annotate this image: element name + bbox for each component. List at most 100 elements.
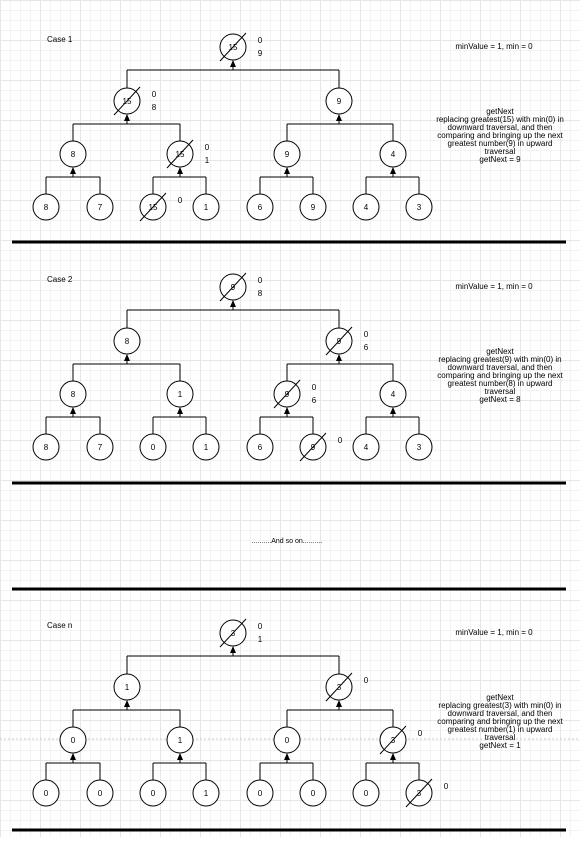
- case-2-title: Case 2: [47, 275, 73, 284]
- case-2-node-llr-value: 7: [98, 443, 103, 452]
- case-2-node-llr: [86, 433, 114, 461]
- case-2-node-rrl-value: 4: [364, 443, 369, 452]
- case-1-node-lr-strike: [166, 139, 194, 169]
- case-2-node-rlr-note: 0: [338, 436, 343, 445]
- case-1-node-ll: [59, 140, 87, 168]
- case-2-node-lr: [166, 380, 194, 408]
- case-1-node-llr-value: 7: [98, 203, 103, 212]
- case-1-node-rll-value: 6: [258, 203, 263, 212]
- case-3-node-rlr-value: 0: [311, 789, 316, 798]
- case-1-node-lrl-value: 15: [149, 203, 158, 212]
- case-1-connector-arrow-head: [124, 114, 130, 121]
- case-3-node-lrl-value: 0: [151, 789, 156, 798]
- case-1-node-rlr-value: 9: [311, 203, 316, 212]
- case-separator-1: [12, 240, 566, 244]
- case-1-description-line: getNext: [486, 107, 514, 116]
- case-2-node-root-note: 8: [258, 289, 263, 298]
- case-1-node-l-value: 15: [123, 97, 132, 106]
- case-1-node-lrr-value: 1: [204, 203, 209, 212]
- case-2-node-r-value: 9: [337, 337, 342, 346]
- case-2-node-ll: [59, 380, 87, 408]
- case-1-node-rrl: [352, 193, 380, 221]
- case-2-description-line: getNext: [486, 347, 514, 356]
- case-1-connector-arrow-head: [70, 167, 76, 174]
- case-1-description-line: comparing and bringing up the next: [437, 131, 563, 140]
- case-3-description-line: greatest number(1) in upward: [448, 725, 553, 734]
- case-3-node-r-strike: [325, 672, 353, 702]
- case-2-node-rr: [379, 380, 407, 408]
- case-1-status: minValue = 1, min = 0: [455, 42, 533, 51]
- case-3-status: minValue = 1, min = 0: [455, 628, 533, 637]
- case-2-node-lrl-value: 0: [151, 443, 156, 452]
- case-3-node-ll-value: 0: [71, 736, 76, 745]
- case-3-title: Case n: [47, 621, 72, 630]
- case-1-node-l-note: 8: [152, 103, 157, 112]
- case-2-node-rl-note: 6: [312, 396, 317, 405]
- case-2-node-l: [113, 327, 141, 355]
- case-2-node-r-note: 6: [364, 343, 369, 352]
- case-2-connector-arrow-head: [230, 300, 236, 307]
- case-1-node-rr-value: 4: [391, 150, 396, 159]
- case-3-description-line: getNext = 1: [479, 741, 521, 750]
- case-1-connector-arrow-head: [284, 167, 290, 174]
- case-1-node-rrl-value: 4: [364, 203, 369, 212]
- case-2-description-line: comparing and bringing up the next: [437, 371, 563, 380]
- case-1-node-rrr: [405, 193, 433, 221]
- case-1-node-lr-note: 1: [205, 156, 210, 165]
- case-2-node-lr-value: 1: [178, 390, 183, 399]
- case-3-connector-arrow-head: [177, 753, 183, 760]
- case-1-node-lll-value: 8: [44, 203, 49, 212]
- case-1-description-line: greatest number(9) in upward: [448, 139, 553, 148]
- case-3-node-root-strike: [219, 618, 247, 648]
- case-separator-3: [12, 587, 566, 591]
- case-3-node-ll: [59, 726, 87, 754]
- case-2-node-l-value: 8: [125, 337, 130, 346]
- case-3-description-line: traversal: [485, 733, 516, 742]
- case-3-node-root-value: 3: [231, 629, 236, 638]
- case-3-description-line: comparing and bringing up the next: [437, 717, 563, 726]
- case-3-node-l: [113, 673, 141, 701]
- case-1-node-r: [325, 87, 353, 115]
- case-1-description-line: getNext = 9: [479, 155, 521, 164]
- case-2-connector-arrow-head: [70, 407, 76, 414]
- case-2-node-rrr-value: 3: [417, 443, 422, 452]
- case-2-connector-arrow-head: [336, 354, 342, 361]
- case-3-node-lll: [32, 779, 60, 807]
- case-1-node-lll: [32, 193, 60, 221]
- case-3-connector-arrow-head: [124, 700, 130, 707]
- case-2-description-line: traversal: [485, 387, 516, 396]
- case-2-connector-arrow-head: [390, 407, 396, 414]
- case-3-connector-arrow-head: [230, 646, 236, 653]
- case-1-description-line: traversal: [485, 147, 516, 156]
- case-3-node-rl-value: 0: [285, 736, 290, 745]
- case-3-node-lrr: [192, 779, 220, 807]
- case-3-node-lr: [166, 726, 194, 754]
- case-3-node-rll: [246, 779, 274, 807]
- case-2-node-lll-value: 8: [44, 443, 49, 452]
- case-3-node-lr-value: 1: [178, 736, 183, 745]
- case-1-node-rrr-value: 3: [417, 203, 422, 212]
- case-3-connector-arrow-head: [70, 753, 76, 760]
- case-3-node-rrl: [352, 779, 380, 807]
- case-2-node-root-value: 9: [231, 283, 236, 292]
- case-1-node-l-strike: [113, 86, 141, 116]
- case-1-node-rl-value: 9: [285, 150, 290, 159]
- case-3-description-line: replacing greatest(3) with min(0) in: [438, 701, 561, 710]
- case-2-node-lll: [32, 433, 60, 461]
- case-2-node-r-strike: [325, 326, 353, 356]
- case-2-node-rll-value: 6: [258, 443, 263, 452]
- case-2-node-r-note: 0: [364, 330, 369, 339]
- case-2-node-rlr-strike: [299, 432, 327, 462]
- case-3-node-lll-value: 0: [44, 789, 49, 798]
- case-2-description-line: downward traversal, and then: [448, 363, 553, 372]
- case-1-connector-arrow-head: [336, 114, 342, 121]
- case-1-node-l-note: 0: [152, 90, 157, 99]
- case-2-node-lrr: [192, 433, 220, 461]
- case-3-node-rrr-strike: [405, 778, 433, 808]
- case-1-node-r-value: 9: [337, 97, 342, 106]
- case-1-node-root-strike: [219, 32, 247, 62]
- case-3-node-rrl-value: 0: [364, 789, 369, 798]
- case-1-node-rlr: [299, 193, 327, 221]
- case-1-node-ll-value: 8: [71, 150, 76, 159]
- case-1-node-lrl-note: 0: [178, 196, 183, 205]
